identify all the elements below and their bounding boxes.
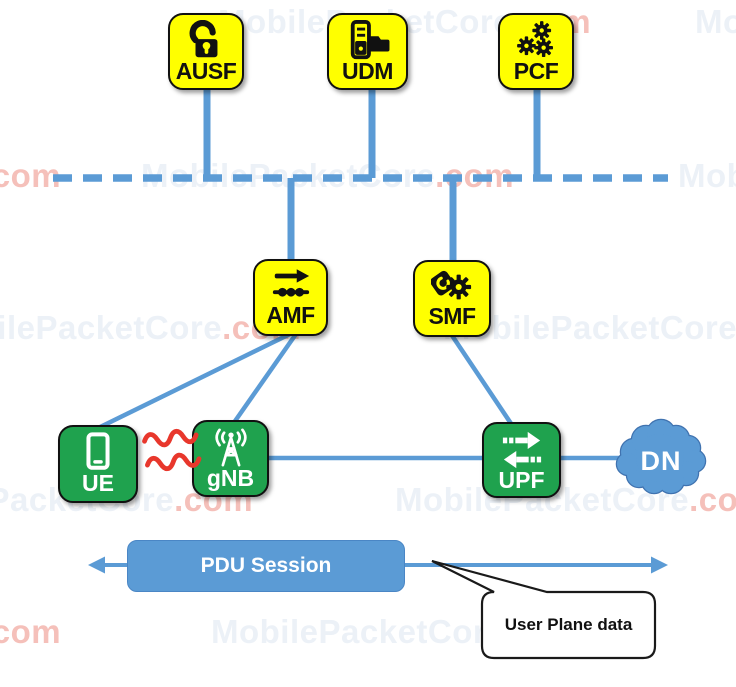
node-upf: UPF <box>482 422 561 498</box>
node-amf: AMF <box>253 259 328 336</box>
node-pcf: PCF <box>498 13 574 90</box>
antenna-tower-icon <box>214 428 247 467</box>
open-padlock-icon <box>189 20 218 58</box>
node-label-ue: UE <box>82 470 114 496</box>
smf-upf-link <box>449 332 516 430</box>
node-label-smf: SMF <box>428 303 476 329</box>
node-label-gnb: gNB <box>206 465 255 491</box>
node-label-udm: UDM <box>342 58 393 84</box>
node-ausf: AUSF <box>168 13 244 90</box>
bidirectional-arrows-icon <box>502 431 541 469</box>
watermark: MobilePacketCore.com <box>0 157 62 194</box>
node-label-upf: UPF <box>498 467 545 493</box>
amf-ue-link <box>89 331 291 435</box>
server-folder-icon <box>350 20 389 60</box>
node-udm: UDM <box>327 13 408 90</box>
node-ue: UE <box>58 425 138 503</box>
node-smf: SMF <box>413 260 491 337</box>
watermark: MobilePacketCore.com <box>678 157 736 194</box>
watermark: MobilePacketCore.com <box>141 157 515 194</box>
pdu-session-label: PDU Session <box>200 554 332 577</box>
node-label-ausf: AUSF <box>175 58 237 84</box>
watermark: MobilePacketCore.com <box>0 613 62 650</box>
watermark: MobilePacketCore.com <box>395 481 736 518</box>
node-gnb: gNB <box>192 420 269 497</box>
gear-session-icon <box>431 270 472 300</box>
node-label-amf: AMF <box>266 302 315 328</box>
node-label-pcf: PCF <box>513 58 559 84</box>
watermark: MobilePacketCore.com <box>695 3 736 40</box>
node-label-dn: DN <box>640 446 682 476</box>
pdu-session-box: PDU Session <box>127 540 405 592</box>
forward-path-icon <box>272 269 309 297</box>
three-gears-icon <box>517 21 553 58</box>
smartphone-icon <box>86 432 110 470</box>
callout-label: User Plane data <box>504 615 633 634</box>
